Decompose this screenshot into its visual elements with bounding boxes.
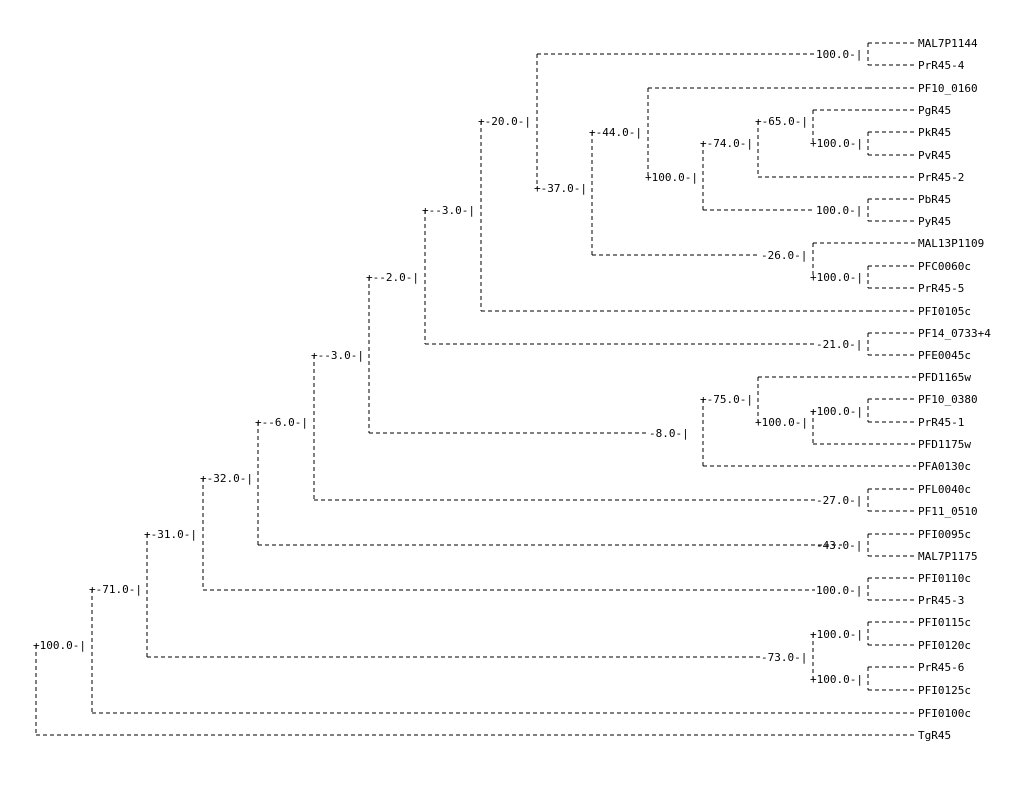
node-100g: +100.0-| [755,416,808,429]
node-26: -26.0-| [761,249,807,262]
node-44: +-44.0-| [589,126,642,139]
node-71: +-71.0-| [89,583,142,596]
node-100mal: 100.0-| [816,48,862,61]
leaf-labels: MAL7P1144 PrR45-4 PF10_0160 PgR45 PkR45 … [918,37,991,742]
leaf-label: PFI0110c [918,572,971,585]
leaf-label: PrR45-2 [918,171,964,184]
node-2: +--2.0-| [366,271,419,284]
leaf-label: PFI0100c [918,707,971,720]
leaf-label: PF10_0160 [918,82,978,95]
leaf-label: MAL13P1109 [918,237,984,250]
leaf-label: PbR45 [918,193,951,206]
leaf-label: PF14_0733+4 [918,327,991,340]
leaf-label: MAL7P1144 [918,37,978,50]
node-8: -8.0-| [649,427,689,440]
node-27: -27.0-| [816,494,862,507]
node-labels: +100.0-| +-71.0-| +-31.0-| +-32.0-| +--6… [33,48,863,686]
node-31: +-31.0-| [144,528,197,541]
node-3a: +--3.0-| [311,349,364,362]
node-43: -43.0-| [816,539,862,552]
leaf-label: PFI0120c [918,639,971,652]
node-6: +--6.0-| [255,416,308,429]
leaf-label: PFD1165w [918,371,971,384]
leaf-label: MAL7P1175 [918,550,978,563]
leaf-label: PFL0040c [918,483,971,496]
node-100pfi115: +100.0-| [810,628,863,641]
leaf-label: PkR45 [918,126,951,139]
leaf-label: PFI0095c [918,528,971,541]
leaf-label: PF11_0510 [918,505,978,518]
node-100d: +100.0-| [645,171,698,184]
node-100pf10: +100.0-| [810,405,863,418]
leaf-label: PFC0060c [918,260,971,273]
leaf-label: PFD1175w [918,438,971,451]
node-100pfi110: 100.0-| [816,584,862,597]
node-100pfc: +100.0-| [810,271,863,284]
node-3b: +--3.0-| [422,204,475,217]
leaf-label: PyR45 [918,215,951,228]
leaf-label: PFI0105c [918,305,971,318]
leaf-label: PrR45-3 [918,594,964,607]
leaf-label: PFI0115c [918,616,971,629]
leaf-label: PrR45-4 [918,59,965,72]
tree-branches [35,42,916,736]
node-37: +-37.0-| [534,182,587,195]
node-100prr6: +100.0-| [810,673,863,686]
node-75: +-75.0-| [700,393,753,406]
node-root: +100.0-| [33,639,86,652]
node-20: +-20.0-| [478,115,531,128]
leaf-label: PrR45-5 [918,282,964,295]
node-100pk: +100.0-| [810,137,863,150]
leaf-label: TgR45 [918,729,951,742]
leaf-label: PFA0130c [918,460,971,473]
node-73: -73.0-| [761,651,807,664]
node-21: -21.0-| [816,338,862,351]
node-74: +-74.0-| [700,137,753,150]
leaf-label: PFI0125c [918,684,971,697]
leaf-label: PvR45 [918,149,951,162]
leaf-label: PFE0045c [918,349,971,362]
node-100pb: 100.0-| [816,204,862,217]
node-65: +-65.0-| [755,115,808,128]
node-32: +-32.0-| [200,472,253,485]
leaf-label: PrR45-1 [918,416,964,429]
leaf-label: PgR45 [918,104,951,117]
leaf-label: PrR45-6 [918,661,964,674]
leaf-label: PF10_0380 [918,393,978,406]
